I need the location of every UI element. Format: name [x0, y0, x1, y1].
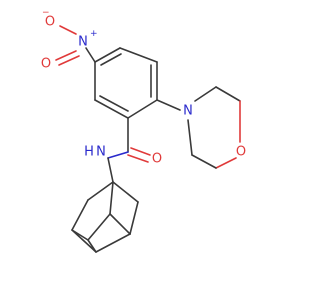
adamantane-bond-1	[87, 181, 114, 201]
atom-o-morpholine: O	[236, 145, 246, 160]
ring-bond-4-inner	[99, 95, 129, 112]
carbonyl-double-b	[127, 154, 149, 163]
atom-n-nitro: N	[78, 35, 88, 50]
nitro-bond-n-o-double-b	[58, 55, 80, 66]
atom-o-nitro-double: O	[41, 57, 51, 72]
adamantane-bond-5	[129, 201, 139, 235]
atom-h-amide: H	[84, 145, 94, 160]
atom-o-carbonyl: O	[152, 152, 162, 167]
carbonyl-double-a	[130, 147, 151, 156]
morpholine-bond-1	[194, 86, 217, 102]
atom-n-morpholine: N	[183, 104, 193, 119]
aryl-morpholine-bond	[156, 99, 181, 111]
ring-bond-1	[119, 47, 158, 63]
n-adamantyl-bond	[107, 157, 114, 183]
nitro-bond-c-n	[85, 47, 96, 63]
morpholine-bond-6	[187, 119, 193, 156]
adamantane-bond-6	[87, 213, 111, 241]
charge-minus: −	[42, 8, 50, 18]
adamantane-bond-7	[109, 213, 131, 235]
ring-bond-3	[127, 99, 158, 119]
adamantane-bond-11	[87, 239, 97, 253]
adamantane-bond-2	[112, 181, 139, 203]
nitro-bond-n-o-minus	[59, 25, 77, 35]
adamantane-bond-3	[109, 181, 114, 215]
bonds	[55, 25, 241, 253]
adamantane-bond-9	[71, 229, 97, 253]
molecule-structure: O − N + O N O O H N	[41, 8, 246, 253]
ring-bond-6-inner	[100, 53, 122, 66]
adamantane-bond-4	[71, 199, 89, 231]
carbonyl-n-bond	[107, 151, 129, 159]
ring-bond-6	[94, 47, 121, 63]
adamantane-bond-10	[95, 233, 131, 253]
morpholine-bond-2	[215, 86, 241, 102]
charge-plus: +	[90, 29, 98, 39]
morpholine-bond-5	[191, 154, 217, 169]
atom-labels: O − N + O N O O H N	[41, 8, 246, 167]
morpholine-bond-4	[215, 157, 237, 169]
atom-n-amide: N	[96, 145, 106, 160]
nitro-bond-n-o-double-a	[55, 50, 77, 61]
ring-bond-4	[94, 99, 129, 119]
atom-o-nitro-minus: O	[45, 15, 55, 30]
